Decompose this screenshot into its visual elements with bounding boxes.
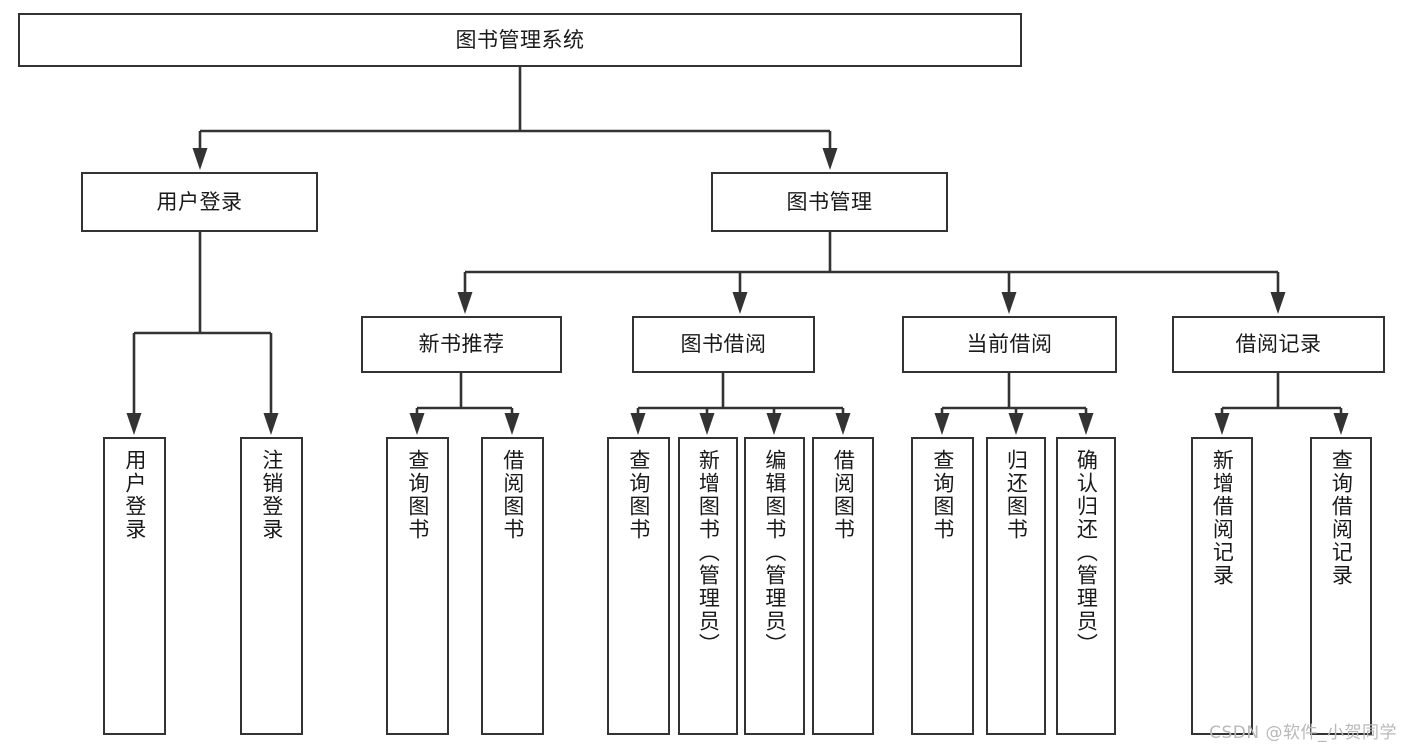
node-label: 当前借阅	[966, 332, 1053, 357]
node-leaf-cur-return[interactable]: 归还图书	[986, 437, 1046, 735]
node-label: 图书管理	[786, 189, 873, 214]
node-current-borrow[interactable]: 当前借阅	[902, 316, 1117, 373]
node-borrow-record[interactable]: 借阅记录	[1172, 316, 1385, 373]
node-label: 新增借阅记录	[1210, 449, 1235, 587]
watermark-label: CSDN @软件_小贺同学	[1209, 723, 1397, 743]
node-book-manage[interactable]: 图书管理	[711, 172, 948, 232]
node-leaf-rec-query[interactable]: 查询图书	[386, 437, 449, 735]
node-label: 借阅图书	[500, 449, 525, 541]
node-label: 归还图书	[1004, 449, 1029, 541]
arrow-current-borrow-head	[1001, 292, 1017, 314]
arrow-leaf-be-head	[766, 413, 782, 435]
arrow-leaf-cr-head	[1008, 413, 1024, 435]
node-leaf-rec-add[interactable]: 新增借阅记录	[1191, 437, 1253, 735]
arrow-new-book-rec-head	[457, 292, 473, 314]
arrow-leaf-bq-head	[630, 413, 646, 435]
node-leaf-borrow-query[interactable]: 查询图书	[607, 437, 670, 735]
arrow-borrow-record-head	[1270, 292, 1286, 314]
node-root[interactable]: 图书管理系统	[18, 13, 1022, 67]
arrow-leaf-bl-head	[835, 413, 851, 435]
node-label: 查询图书	[405, 449, 430, 541]
arrow-leaf-user-login-head	[126, 413, 142, 435]
node-label: 编辑图书（管理员）	[762, 449, 787, 656]
arrow-book-borrow-head	[732, 292, 748, 314]
node-leaf-borrow-lend[interactable]: 借阅图书	[812, 437, 874, 735]
node-label: 查询图书	[930, 449, 955, 541]
node-label: 借阅图书	[831, 449, 856, 541]
arrow-leaf-cc-head	[1078, 413, 1094, 435]
node-label: 新增图书（管理员）	[696, 449, 721, 656]
node-leaf-cur-confirm[interactable]: 确认归还（管理员）	[1056, 437, 1116, 735]
node-leaf-rec-borrow[interactable]: 借阅图书	[481, 437, 544, 735]
node-leaf-borrow-add[interactable]: 新增图书（管理员）	[678, 437, 738, 735]
node-leaf-borrow-edit[interactable]: 编辑图书（管理员）	[744, 437, 805, 735]
node-label: 图书管理系统	[455, 27, 585, 52]
node-user-login[interactable]: 用户登录	[81, 172, 318, 232]
node-leaf-cur-query[interactable]: 查询图书	[911, 437, 974, 735]
arrow-book-manage-head	[822, 148, 838, 170]
node-label: 用户登录	[122, 449, 147, 541]
arrow-leaf-ra-head	[1214, 413, 1230, 435]
arrow-leaf-ba-head	[699, 413, 715, 435]
node-leaf-user-logout[interactable]: 注销登录	[240, 437, 303, 735]
node-label: 借阅记录	[1235, 332, 1322, 357]
node-label: 图书借阅	[680, 332, 767, 357]
arrow-leaf-user-logout-head	[263, 413, 279, 435]
node-leaf-user-login[interactable]: 用户登录	[103, 437, 166, 735]
node-label: 用户登录	[156, 189, 243, 214]
node-leaf-rec-search[interactable]: 查询借阅记录	[1310, 437, 1372, 735]
arrow-user-login-head	[192, 148, 208, 170]
node-new-book-rec[interactable]: 新书推荐	[361, 316, 562, 373]
arrow-leaf-rec-query-head	[409, 413, 425, 435]
arrow-leaf-cq-head	[934, 413, 950, 435]
node-label: 查询借阅记录	[1329, 449, 1354, 587]
node-label: 查询图书	[626, 449, 651, 541]
node-label: 注销登录	[259, 449, 284, 541]
arrow-leaf-rec-borrow-head	[504, 413, 520, 435]
node-label: 确认归还（管理员）	[1074, 449, 1099, 656]
node-label: 新书推荐	[418, 332, 505, 357]
node-book-borrow[interactable]: 图书借阅	[632, 316, 815, 373]
arrow-leaf-rs-head	[1333, 413, 1349, 435]
